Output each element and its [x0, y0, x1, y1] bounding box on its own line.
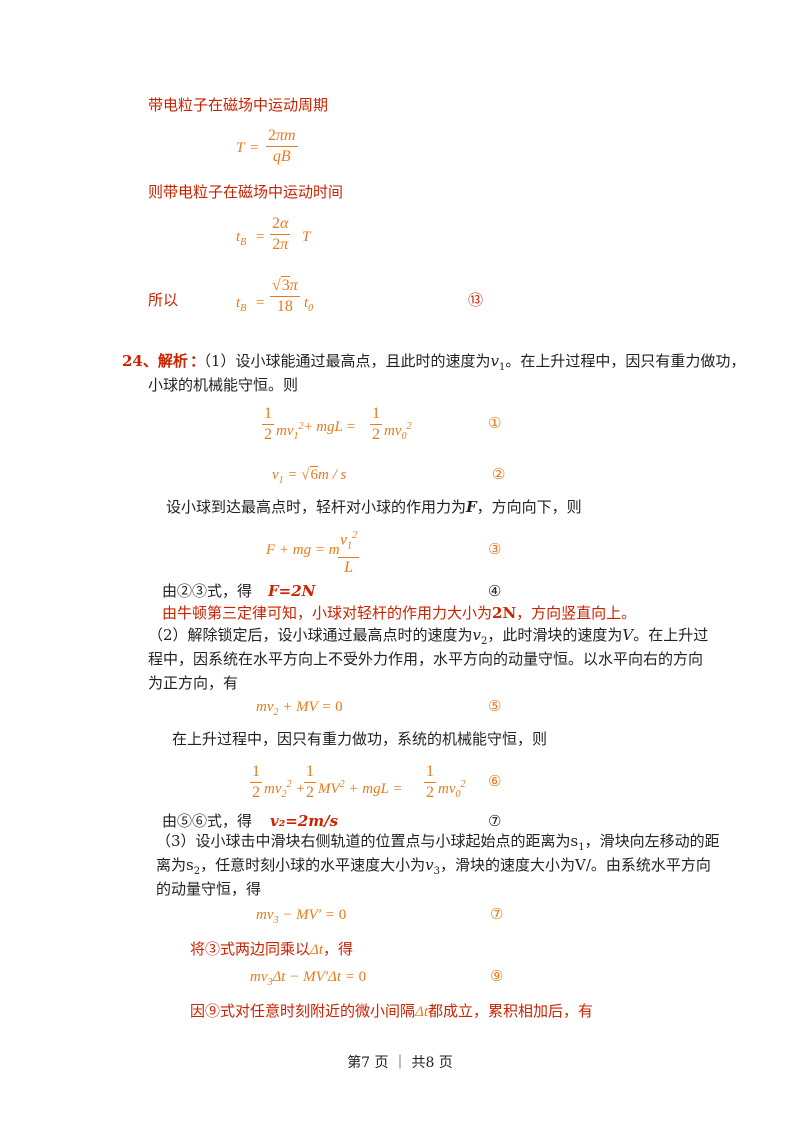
section-24-colon: ： — [190, 352, 206, 370]
equation-number-6: ⑥ — [488, 774, 502, 790]
text-time-intro: 则带电粒子在磁场中运动时间 — [148, 183, 344, 201]
formula-momentum-3: mv3 − MV′ = 0 — [256, 907, 347, 926]
formula-momentum: mv2 + MV = 0 — [256, 699, 343, 718]
text-p4: 由牛顿第三定律可知，小球对轻杆的作用力大小为2N，方向竖直向上。 — [162, 604, 637, 622]
text-p7: 由⑤⑥式，得 — [162, 812, 253, 830]
equation-number-9: ⑨ — [490, 969, 504, 985]
text-p8c: 的动量守恒，得 — [156, 880, 262, 898]
text-p8b: 离为s2，任意时刻小球的水平速度大小为v3，滑块的速度大小为V/。由系统水平方向 — [156, 856, 711, 877]
result-force: F=2N — [268, 582, 316, 600]
equation-number-13: ⑬ — [468, 291, 484, 309]
equation-number-1: ① — [488, 416, 502, 432]
text-p10: 因⑨式对任意时刻附近的微小间隔Δt都成立，累积相加后，有 — [190, 1002, 594, 1020]
text-p3: 由②③式，得 — [162, 582, 253, 600]
formula-v1: v1 = √6m / s — [272, 466, 347, 486]
text-p1b: 小球的机械能守恒。则 — [148, 376, 299, 394]
text-p8a: （3）设小球击中滑块右侧轨道的位置点与小球起始点的距离为s1，滑块向左移动的距 — [156, 832, 720, 853]
text-p2: 设小球到达最高点时，轻杆对小球的作用力为F，方向向下，则 — [166, 498, 582, 516]
equation-number-7: ⑦ — [488, 812, 502, 830]
text-p6: 在上升过程中，因只有重力做功，系统的机械能守恒，则 — [172, 730, 548, 748]
text-period-intro: 带电粒子在磁场中运动周期 — [148, 96, 329, 114]
text-p9: 将③式两边同乘以Δt，得 — [190, 940, 354, 958]
result-velocity: v₂=2m/s — [270, 812, 339, 830]
text-therefore: 所以 — [148, 291, 179, 309]
equation-number-7b: ⑦ — [490, 907, 504, 923]
text-p1a: （1）设小球能通过最高点，且此时的速度为v1。在上升过程中，因只有重力做功， — [196, 352, 746, 373]
text-p5a: （2）解除锁定后，设小球通过最高点时的速度为v2，此时滑块的速度为V。在上升过 — [148, 626, 709, 647]
equation-number-5: ⑤ — [488, 699, 502, 715]
formula-impulse: mv3Δt − MV′Δt = 0 — [250, 969, 367, 988]
equation-number-2: ② — [492, 467, 506, 483]
text-p5b: 程中，因系统在水平方向上不受外力作用，水平方向的动量守恒。以水平向右的方向 — [148, 650, 704, 668]
page-footer: 第7 页 ｜ 共8 页 — [347, 1055, 453, 1071]
equation-number-4: ④ — [488, 582, 502, 600]
section-24-heading: 24、解析 — [122, 352, 188, 370]
text-p5c: 为正方向，有 — [148, 674, 239, 692]
equation-number-3: ③ — [488, 542, 502, 558]
